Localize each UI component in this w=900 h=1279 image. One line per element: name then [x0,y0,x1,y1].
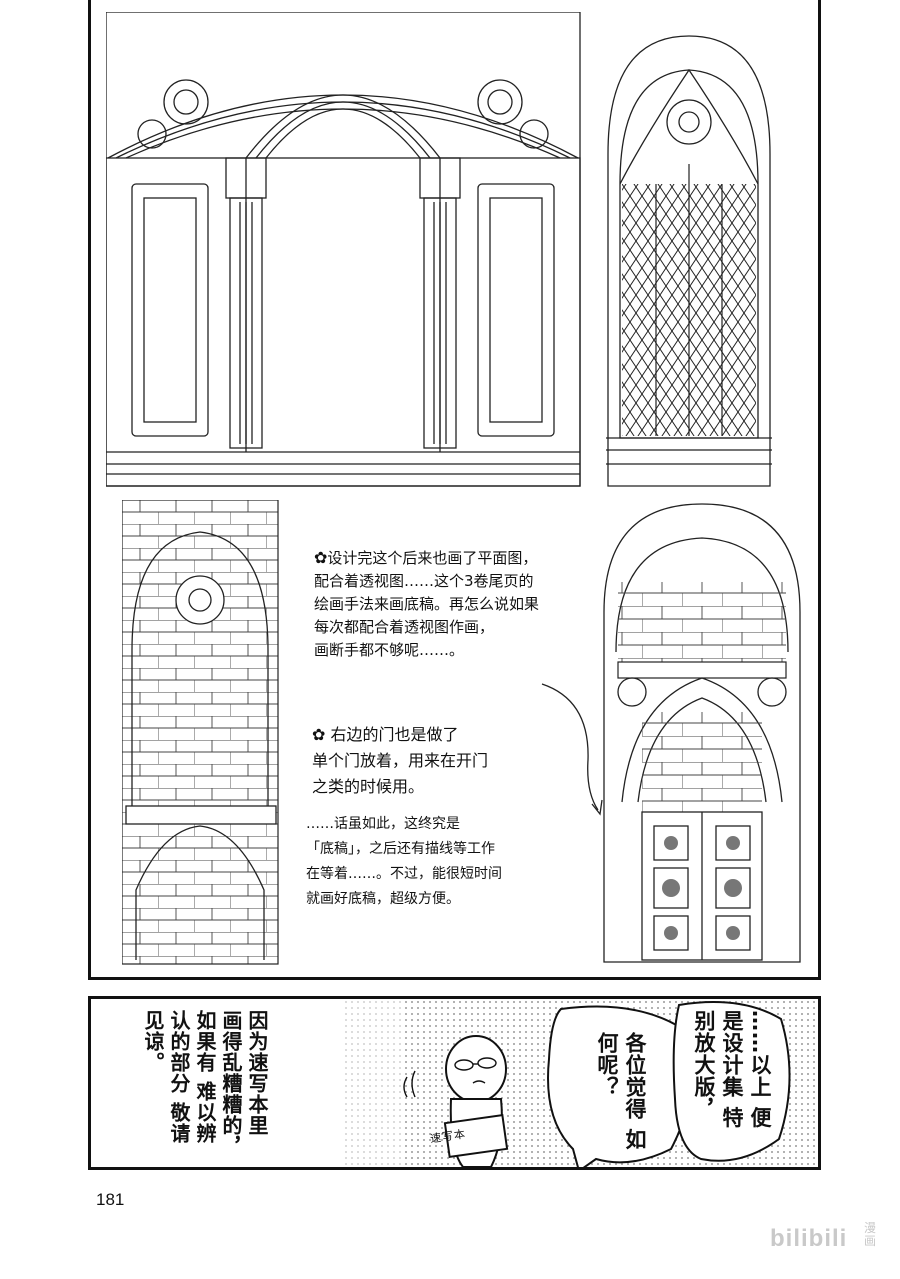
note-3: ……话虽如此，这终究是 「底稿」，之后还有描线等工作 在等着……。不过，能很短时… [306,816,502,907]
flower-icon: ✿ [312,725,326,744]
note-1: ✿设计完这个后来也画了平面图， 配合着透视图……这个3卷尾页的 绘画手法来画底稿… [314,548,540,659]
bottom-panel-art [341,999,818,1167]
note-2: ✿ 右边的门也是做了 单个门放着，用来在开门 之类的时候用。 [312,725,489,796]
flower-icon: ✿ [314,548,328,567]
arch-elevation-drawing [106,12,581,487]
gothic-door-drawing [603,503,801,963]
watermark-sub: 漫画 [864,1221,877,1248]
center-bubble-text: 各位觉得 如何呢？ [595,1032,647,1151]
right-bubble-text: ……以上 便是设计集 特别放大版， [692,1010,772,1129]
character-figure [443,1035,509,1167]
pointer-arrow [541,683,603,816]
bilibili-watermark: bilibili [770,1225,848,1252]
gothic-window-drawing [606,35,772,487]
apology-text: 因为速写本里 画得乱糟糟的， 如果有 难以辨认的部分 敬请见谅。 [141,1010,269,1157]
page-number: 181 [96,1190,125,1209]
brick-wall-window-drawing [122,500,279,965]
